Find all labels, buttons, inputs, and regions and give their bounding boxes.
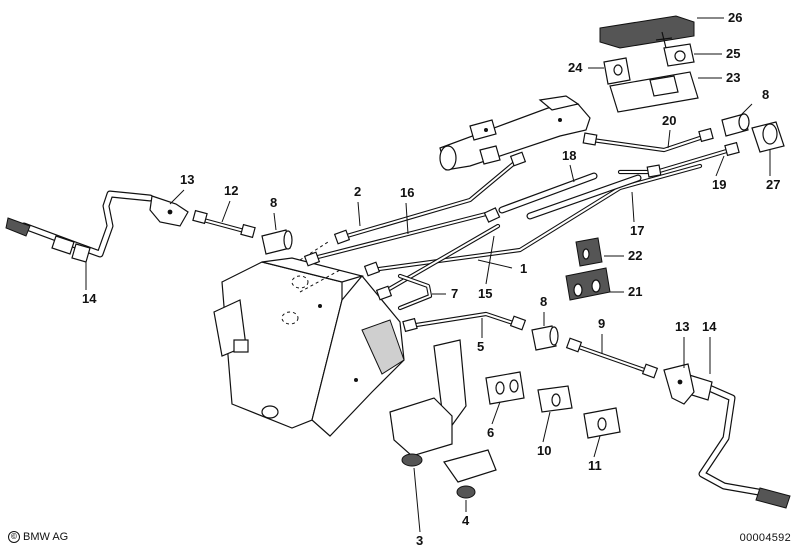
brake-hose-14-right: [681, 373, 791, 509]
callout-c5: 5: [477, 339, 484, 354]
callout-c11: 11: [588, 458, 602, 473]
callout-c24: 24: [568, 60, 583, 75]
callout-c20: 20: [662, 113, 676, 128]
document-number: 00004592: [739, 532, 791, 544]
callout-c12: 12: [224, 183, 238, 198]
fitting-8-middle: [531, 325, 559, 351]
callout-c1: 1: [520, 261, 527, 276]
brake-pipe-1: [369, 163, 703, 273]
brake-pipe-9: [573, 343, 653, 375]
callout-c14b: 14: [702, 319, 717, 334]
brake-pipe-7: [397, 273, 433, 311]
callout-c16: 16: [400, 185, 414, 200]
brake-pipe-20: [589, 133, 709, 153]
pipe-end-fittings: [192, 127, 740, 379]
clamp-22: [575, 237, 603, 267]
callout-c21: 21: [628, 284, 642, 299]
bmw-logo-icon: ©: [8, 531, 20, 544]
callout-c2: 2: [354, 184, 361, 199]
callout-c26: 26: [728, 10, 742, 25]
fitting-27: [751, 121, 785, 153]
clamp-26: [599, 15, 695, 49]
clamp-24: [603, 57, 631, 85]
hose-bracket-13-left: [149, 195, 189, 227]
callout-c23: 23: [726, 70, 740, 85]
callout-c6: 6: [487, 425, 494, 440]
callout-c8a: 8: [762, 87, 769, 102]
callout-c22: 22: [628, 248, 642, 263]
callout-c27: 27: [766, 177, 780, 192]
callout-c17: 17: [630, 223, 644, 238]
callout-c9: 9: [598, 316, 605, 331]
brake-pipe-15: [381, 223, 501, 295]
brake-pipe-19: [617, 147, 733, 175]
callout-c18: 18: [562, 148, 576, 163]
leader-lines: [85, 17, 771, 533]
brake-hose-18: [498, 172, 598, 214]
brake-pipe-16: [311, 211, 489, 261]
callout-c25: 25: [726, 46, 740, 61]
callout-c7: 7: [451, 286, 458, 301]
callout-c8b: 8: [270, 195, 277, 210]
fitting-8-top: [721, 113, 750, 137]
abs-hydraulic-unit: [213, 241, 405, 437]
hose-bracket-13-right: [663, 363, 695, 405]
callout-c4: 4: [462, 513, 470, 528]
brake-pipe-2: [337, 157, 521, 241]
clamp-21: [565, 267, 611, 301]
callout-c13a: 13: [180, 172, 194, 187]
callout-c10: 10: [537, 443, 551, 458]
copyright-text: BMW AG: [23, 531, 69, 543]
callout-c19: 19: [712, 177, 726, 192]
clamp-23: [609, 71, 699, 113]
callout-c13b: 13: [675, 319, 689, 334]
fitting-8-left: [261, 229, 293, 255]
copyright-notice: ©BMW AG: [8, 531, 69, 544]
clamp-10: [537, 385, 573, 413]
clamp-6: [485, 371, 525, 405]
mounting-bracket-4: [443, 449, 497, 499]
callout-c8c: 8: [540, 294, 547, 309]
callout-c3: 3: [416, 533, 423, 548]
brake-hose-17: [526, 174, 642, 220]
callout-c14a: 14: [82, 291, 97, 306]
clamp-25: [663, 43, 695, 67]
callout-c15: 15: [478, 286, 492, 301]
brake-pipe-5: [407, 311, 519, 329]
brake-hose-14-left: [5, 190, 154, 263]
brake-master-cylinder: [439, 95, 591, 171]
mounting-bracket-3: [389, 339, 467, 467]
clamp-11: [583, 407, 621, 439]
